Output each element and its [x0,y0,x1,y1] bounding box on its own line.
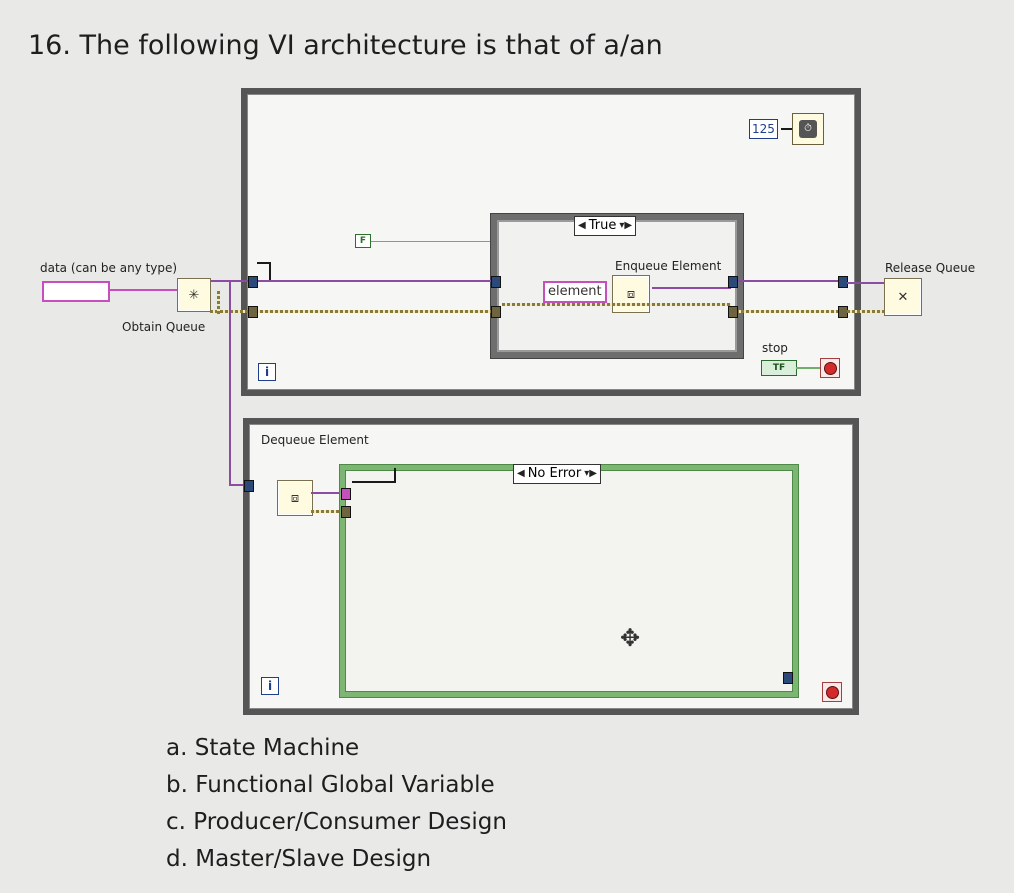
case-tunnel-left [491,276,501,288]
consumer-stop-terminal-icon [822,682,842,702]
case-prev-icon[interactable]: ◀ [578,220,586,231]
case-prev-icon-2[interactable]: ◀ [517,468,525,479]
queue-tunnel-left [248,276,258,288]
case-error-tunnel-right [728,306,738,318]
queue-ref-wire-top-right [731,280,847,282]
question-text: 16. The following VI architecture is tha… [28,30,663,61]
no-error-case-label: No Error [527,466,582,481]
wait-ms-icon[interactable]: ⏱ [792,113,824,145]
dequeue-error-wire [311,510,343,513]
producer-iteration-terminal: i [258,363,276,381]
obtain-queue-icon[interactable]: ✳ [177,278,211,312]
queue-ref-wire-down [229,280,231,486]
queue-ref-wire-inner [652,287,731,289]
release-queue-icon[interactable]: ✕ [884,278,922,316]
consumer-shift-wire [352,481,396,483]
true-case-selector[interactable]: ◀ True ▾▶ [574,216,637,236]
timer-wire [781,128,793,130]
enqueue-icon[interactable]: ⧈ [612,275,650,313]
stop-label: stop [762,341,788,355]
data-control[interactable] [42,281,110,302]
case-tunnel-right [728,276,738,288]
enqueue-label: Enqueue Element [615,259,722,273]
case-pink-tunnel [341,488,351,500]
error-wire-top-right [731,310,847,313]
release-error-wire [847,310,885,313]
error-wire-inner [502,303,731,306]
error-wire-top [210,310,495,313]
dequeue-out-wire [311,492,343,494]
answer-list: a. State Machine b. Functional Global Va… [166,730,507,878]
answer-b[interactable]: b. Functional Global Variable [166,772,495,798]
consumer-queue-tunnel [244,480,254,492]
element-control[interactable]: element [543,281,607,303]
boolean-wire [371,241,493,242]
stop-terminal-icon [820,358,840,378]
error-wire-down [217,290,220,314]
no-error-case-selector[interactable]: ◀ No Error ▾▶ [513,464,601,484]
consumer-shift-wire-vert [394,468,396,483]
case-output-tunnel [783,672,793,684]
answer-a[interactable]: a. State Machine [166,735,360,761]
shift-wire [257,262,271,264]
no-error-case-structure [340,465,798,697]
stop-button[interactable]: TF [761,360,797,376]
true-case-label: True [588,218,617,233]
answer-d[interactable]: d. Master/Slave Design [166,846,432,872]
stop-wire [796,367,820,369]
false-constant[interactable]: F [355,234,371,248]
dequeue-icon[interactable]: ⧈ [277,480,313,516]
consumer-iteration-terminal: i [261,677,279,695]
answer-c[interactable]: c. Producer/Consumer Design [166,809,507,835]
case-error-tunnel-left [491,306,501,318]
case-dropdown-icon[interactable]: ▾▶ [619,220,633,231]
case-error-tunnel [341,506,351,518]
data-label: data (can be any type) [40,261,178,275]
timer-constant[interactable]: 125 [749,119,778,139]
move-cursor-icon: ✥ [620,624,641,652]
case-dropdown-icon-2[interactable]: ▾▶ [584,468,597,479]
release-queue-label: Release Queue [885,261,976,275]
release-ref-wire [847,282,885,284]
error-tunnel-left [248,306,258,318]
queue-ref-wire-top [210,280,495,282]
dequeue-label: Dequeue Element [261,433,369,447]
shift-wire-vert [269,262,271,280]
data-wire [108,289,178,291]
obtain-queue-label: Obtain Queue [122,320,206,334]
